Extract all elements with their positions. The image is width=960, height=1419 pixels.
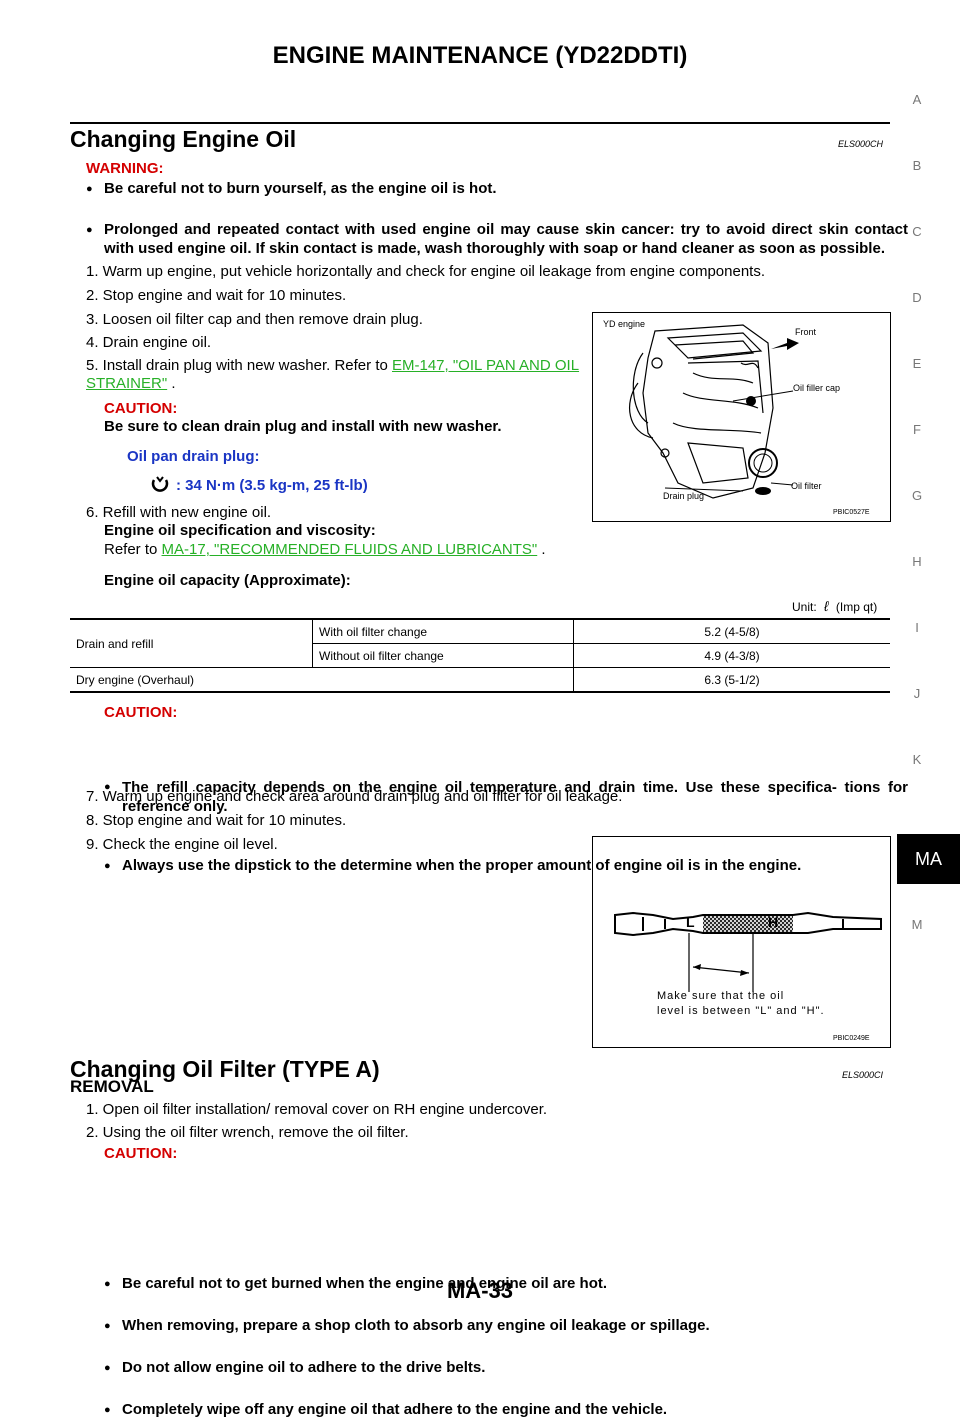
figure-label-oil-filter: Oil filter: [791, 481, 822, 491]
figure-label-drain-plug: Drain plug: [663, 491, 705, 501]
step-5-text: 5. Install drain plug with new washer. R…: [86, 357, 392, 374]
drain-plug-label: Oil pan drain plug:: [127, 448, 260, 465]
dipstick-caption-line2: level is between "L" and "H".: [657, 1005, 825, 1017]
step-6-ref-suffix: .: [537, 541, 546, 558]
table-cell: 6.3 (5-1/2): [573, 667, 890, 692]
side-index-i[interactable]: I: [915, 620, 919, 635]
step-5-suffix: .: [167, 375, 176, 392]
step-4: 4. Drain engine oil.: [86, 334, 212, 351]
table-cell: Dry engine (Overhaul): [76, 672, 195, 687]
caution-item: When removing, prepare a shop cloth to a…: [104, 1317, 960, 1335]
figure-dipstick: L H Make sure that the oil level is betw…: [592, 836, 891, 1048]
table-cell: Without oil filter change: [312, 643, 574, 668]
side-index-m[interactable]: M: [911, 917, 923, 932]
dipstick-mark-h: H: [768, 914, 779, 930]
ma-17-link[interactable]: MA-17, "RECOMMENDED FLUIDS AND LUBRICANT…: [161, 541, 538, 558]
figure-label-oil-filler-cap: Oil filler cap: [793, 383, 841, 393]
dipstick-mark-l: L: [686, 914, 695, 930]
caution-text: Be sure to clean drain plug and install …: [104, 418, 502, 435]
dipstick-illustration: [614, 911, 882, 992]
unit-qt: (Imp qt): [835, 600, 878, 614]
unit-note: Unit: ℓ (Imp qt): [792, 598, 877, 614]
dipstick-caption-line1: Make sure that the oil: [657, 990, 785, 1002]
section-title-changing-oil-filter: Changing Oil Filter (TYPE A): [70, 1056, 380, 1082]
torque-value: : 34 N·m (3.5 kg-m, 25 ft-lb): [176, 477, 368, 494]
step-3: 3. Loosen oil filter cap and then remove…: [86, 311, 423, 328]
torque-wrench-icon: [150, 474, 170, 494]
side-index-h[interactable]: H: [912, 554, 922, 569]
capacity-table: Drain and refill With oil filter change …: [70, 618, 890, 693]
step-1: 1. Warm up engine, put vehicle horizonta…: [86, 263, 766, 280]
side-index-j[interactable]: J: [913, 686, 921, 701]
table-cell: 4.9 (4-3/8): [573, 643, 890, 668]
figure-label-front: Front: [795, 327, 817, 337]
removal-step-1: 1. Open oil filter installation/ removal…: [86, 1101, 548, 1118]
unit-label: Unit:: [792, 600, 817, 614]
caution-label: CAUTION:: [104, 704, 178, 721]
side-index-a[interactable]: A: [912, 92, 922, 107]
step-6-spec: Engine oil specification and viscosity:: [104, 522, 376, 539]
step-6-ref-text: Refer to: [104, 541, 162, 558]
section-code: ELS000CI: [842, 1070, 884, 1080]
section-code: ELS000CH: [838, 139, 884, 149]
figure-code: PBIC0527E: [833, 509, 870, 516]
caution-item: Be careful not to get burned when the en…: [104, 1275, 960, 1293]
table-cell: With oil filter change: [312, 619, 574, 644]
page-header-title: ENGINE MAINTENANCE (YD22DDTI): [272, 42, 688, 69]
side-index-c[interactable]: C: [912, 224, 922, 239]
step-2: 2. Stop engine and wait for 10 minutes.: [86, 287, 347, 304]
capacity-title: Engine oil capacity (Approximate):: [104, 572, 351, 589]
em-147-link[interactable]: EM-147, "OIL PAN AND OIL STRAINER": [86, 357, 580, 392]
table-row: Dry engine (Overhaul) 6.3 (5-1/2): [70, 667, 890, 692]
caution-item: The refill capacity depends on the engin…: [104, 778, 908, 816]
side-index-k[interactable]: K: [912, 752, 922, 767]
table-row: Without oil filter change 4.9 (4-3/8): [70, 643, 890, 668]
step-5: 5. Install drain plug with new washer. R…: [86, 357, 586, 393]
warning-item: Prolonged and repeated contact with used…: [86, 221, 908, 258]
caution-item: Completely wipe off any engine oil that …: [104, 1401, 960, 1419]
removal-step-2: 2. Using the oil filter wrench, remove t…: [86, 1124, 409, 1141]
header-rule: [70, 122, 890, 124]
figure-engine-diagram: YD engine Front Oil filler cap Oil filte…: [592, 312, 891, 522]
section-title-changing-engine-oil: Changing Engine Oil: [70, 126, 297, 152]
table-cell: 5.2 (4-5/8): [573, 619, 890, 644]
figure-code: PBIC0249E: [833, 1035, 870, 1042]
step-6-ref: Refer to MA-17, "RECOMMENDED FLUIDS AND …: [104, 541, 546, 559]
side-index-e[interactable]: E: [912, 356, 922, 371]
caution-item: Do not allow engine oil to adhere to the…: [104, 1359, 960, 1377]
caution-item: Always use the dipstick to the determine…: [104, 857, 908, 875]
step-6: 6. Refill with new engine oil.: [86, 504, 272, 521]
step-9: 9. Check the engine oil level.: [86, 836, 278, 853]
table-row: Drain and refill With oil filter change …: [70, 619, 890, 668]
caution-label: CAUTION:: [104, 400, 178, 417]
side-index-d[interactable]: D: [912, 290, 922, 305]
warning-item: Be careful not to burn yourself, as the …: [86, 180, 908, 198]
step-8: 8. Stop engine and wait for 10 minutes.: [86, 812, 347, 829]
figure-label-yd-engine: YD engine: [603, 319, 646, 329]
step-7: 7. Warm up engine and check area around …: [86, 788, 623, 805]
warning-label: WARNING:: [86, 160, 164, 177]
engine-illustration: [629, 324, 799, 499]
side-index-b[interactable]: B: [912, 158, 922, 173]
table-cell: Drain and refill: [70, 619, 313, 668]
side-index-f[interactable]: F: [913, 422, 921, 437]
caution-label: CAUTION:: [104, 1145, 178, 1162]
liter-symbol: ℓ: [824, 598, 829, 614]
page-number: MA-33: [446, 1278, 513, 1303]
side-index-g[interactable]: G: [911, 488, 923, 503]
removal-subtitle: REMOVAL: [70, 1077, 154, 1096]
